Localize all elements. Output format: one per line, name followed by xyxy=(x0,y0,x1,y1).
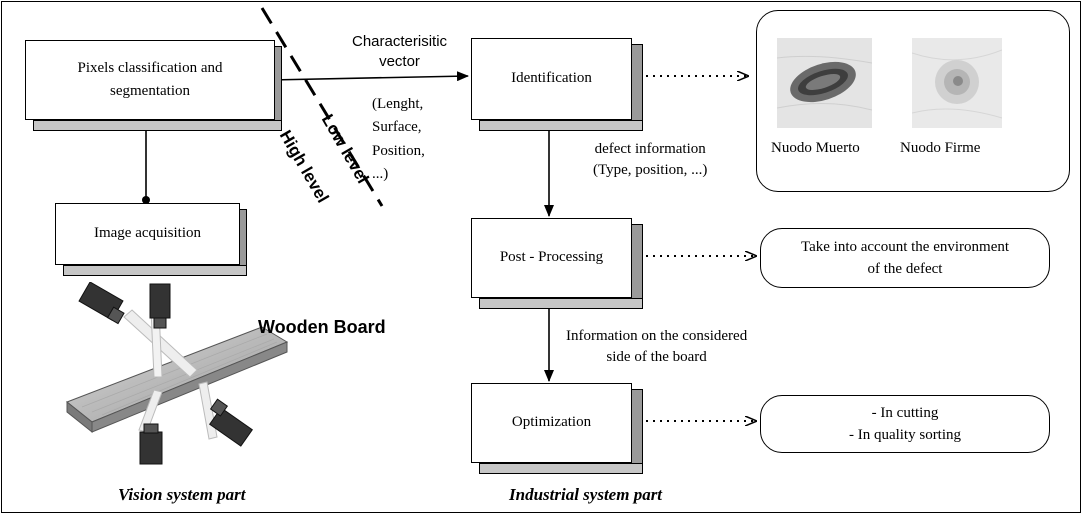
vector-attributes-list: (Lenght, Surface, Position, ...) xyxy=(372,93,425,186)
camera-icon xyxy=(149,283,171,329)
cutting-line2: - In quality sorting xyxy=(848,427,962,443)
knot2-label: Nuodo Firme xyxy=(900,140,981,156)
industrial-system-footer: Industrial system part xyxy=(509,485,663,504)
environment-line2: of the defect xyxy=(867,261,943,277)
arrow-pixels-to-identification xyxy=(269,71,469,82)
postprocessing-label: Post - Processing xyxy=(471,218,632,298)
camera-icon xyxy=(209,398,253,447)
board-info-line1: Information on the considered xyxy=(566,328,748,344)
attribute-item: ...) xyxy=(372,165,389,182)
characteristic-vector-label: Characterisitic vector xyxy=(352,32,447,73)
attribute-item: Position, xyxy=(372,142,425,159)
dead-knot-image xyxy=(777,38,872,128)
board-info-line2: side of the board xyxy=(606,349,707,365)
cutting-sorting-box: - In cutting - In quality sorting xyxy=(760,395,1050,453)
wooden-board-icon xyxy=(66,326,289,423)
knot-examples-panel: Nuodo Muerto Nuodo Firme xyxy=(756,10,1070,192)
camera-icon xyxy=(139,423,163,465)
identification-label: Identification xyxy=(471,38,632,120)
firm-knot-image xyxy=(912,38,1002,128)
characteristic-line1: Characterisitic xyxy=(352,33,448,50)
attribute-item: Surface, xyxy=(372,119,422,136)
defect-information-label: defect information (Type, position, ...) xyxy=(593,139,707,181)
defect-info-line2: (Type, position, ...) xyxy=(593,162,708,178)
environment-box: Take into account the environment of the… xyxy=(760,228,1050,288)
board-information-label: Information on the considered side of th… xyxy=(566,326,747,368)
knot1-label: Nuodo Muerto xyxy=(771,140,860,156)
environment-line1: Take into account the environment xyxy=(800,238,1010,255)
attribute-item: (Lenght, xyxy=(372,96,424,112)
connector-dot xyxy=(142,196,150,204)
level-divider xyxy=(260,7,384,207)
camera-icon xyxy=(78,282,125,325)
vision-system-footer: Vision system part xyxy=(118,485,246,504)
characteristic-line2: vector xyxy=(379,53,420,71)
wooden-board-label: Wooden Board xyxy=(258,317,386,337)
defect-info-line1: defect information xyxy=(594,141,706,157)
camera-board-illustration xyxy=(66,282,289,465)
cutting-line1: - In cutting xyxy=(871,404,939,421)
optimization-label: Optimization xyxy=(471,383,632,463)
pixels-classification-label: Pixels classification and segmentation xyxy=(25,40,275,120)
image-acquisition-label: Image acquisition xyxy=(55,203,240,265)
